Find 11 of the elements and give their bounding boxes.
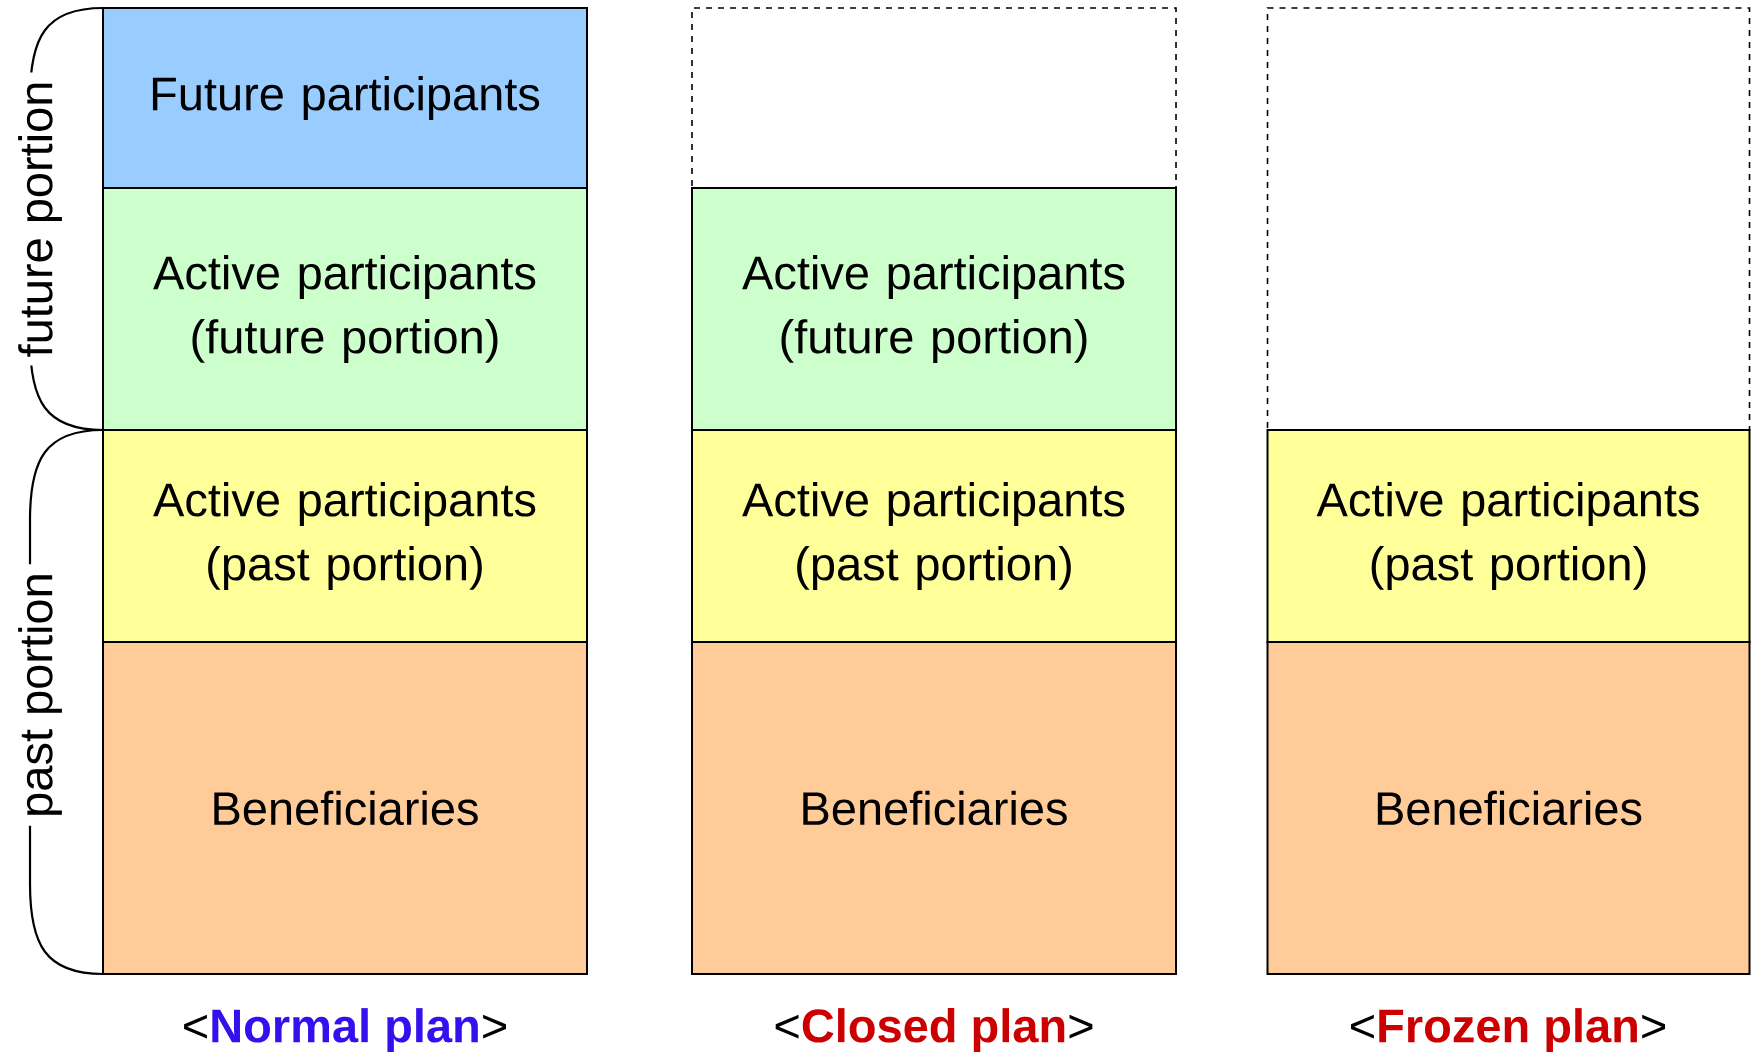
portion-label: future portion xyxy=(10,72,70,366)
bar-segment: Future participants xyxy=(102,7,588,189)
bar-segment: Beneficiaries xyxy=(1266,641,1751,975)
bar-segment: Active participants (future portion) xyxy=(691,187,1177,431)
bar-segment: Active participants (past portion) xyxy=(1266,429,1751,643)
portion-label: past portion xyxy=(10,564,70,826)
bar-segment: Active participants (past portion) xyxy=(102,429,588,643)
bar-segment: Active participants (past portion) xyxy=(691,429,1177,643)
bar-segment: Beneficiaries xyxy=(102,641,588,975)
bar-segment: Active participants (future portion) xyxy=(102,187,588,431)
bar-segment: Beneficiaries xyxy=(691,641,1177,975)
